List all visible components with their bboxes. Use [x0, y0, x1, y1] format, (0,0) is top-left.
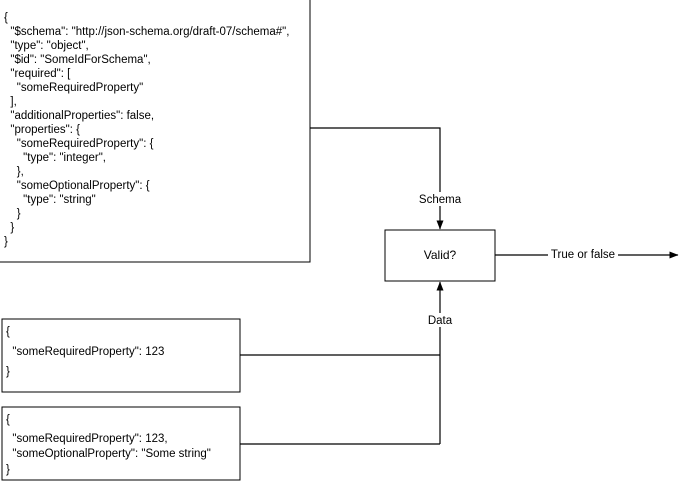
data-label-bg: [424, 313, 456, 327]
edge-label-data: Data: [428, 315, 453, 327]
data-document-2-text: { "someRequiredProperty": 123, "someOpti…: [6, 414, 211, 476]
validator-box[interactable]: [384, 229, 496, 282]
data2-line-1: "someRequiredProperty": 123,: [6, 433, 168, 445]
schema-line-4: "required": [: [4, 68, 71, 80]
result-label-bg: [548, 248, 618, 262]
data2-line-3: }: [6, 464, 10, 476]
schema-line-12: "someOptionalProperty": {: [4, 180, 150, 192]
schema-line-6: ],: [4, 96, 17, 108]
schema-line-5: "someRequiredProperty": [4, 82, 143, 94]
schema-line-0: {: [4, 12, 8, 24]
schema-line-15: }: [4, 222, 14, 234]
data2-line-2: "someOptionalProperty": "Some string": [6, 448, 211, 460]
schema-line-2: "type": "object",: [4, 40, 89, 52]
schema-line-14: }: [4, 208, 21, 220]
schema-line-1: "$schema": "http://json-schema.org/draft…: [4, 26, 289, 38]
schema-line-7: "additionalProperties": false,: [4, 110, 154, 122]
data2-line-0: {: [6, 414, 10, 426]
schema-label-bg: [417, 192, 463, 206]
schema-line-11: },: [4, 166, 24, 178]
schema-line-8: "properties": {: [4, 124, 80, 136]
schema-line-16: }: [4, 236, 8, 248]
edge-label-schema: Schema: [419, 194, 462, 206]
schema-line-3: "$id": "SomeIdForSchema",: [4, 54, 151, 66]
schema-line-10: "type": "integer",: [4, 152, 106, 164]
schema-document-text: { "$schema": "http://json-schema.org/dra…: [4, 12, 289, 248]
connector-schema-to-validator: [310, 127, 444, 230]
validator-label: Valid?: [424, 248, 457, 262]
data-document-1-box[interactable]: [1, 318, 241, 393]
data-document-2-box[interactable]: [1, 406, 241, 481]
schema-line-9: "someRequiredProperty": {: [4, 138, 154, 150]
data1-line-2: }: [6, 366, 10, 378]
data1-line-1: "someRequiredProperty": 123: [6, 346, 164, 358]
schema-line-13: "type": "string": [4, 194, 96, 206]
data1-line-0: {: [6, 326, 10, 338]
schema-document-box[interactable]: [0, 0, 311, 263]
data-document-1-text: { "someRequiredProperty": 123 }: [6, 326, 164, 378]
edge-label-result: True or false: [551, 249, 615, 261]
